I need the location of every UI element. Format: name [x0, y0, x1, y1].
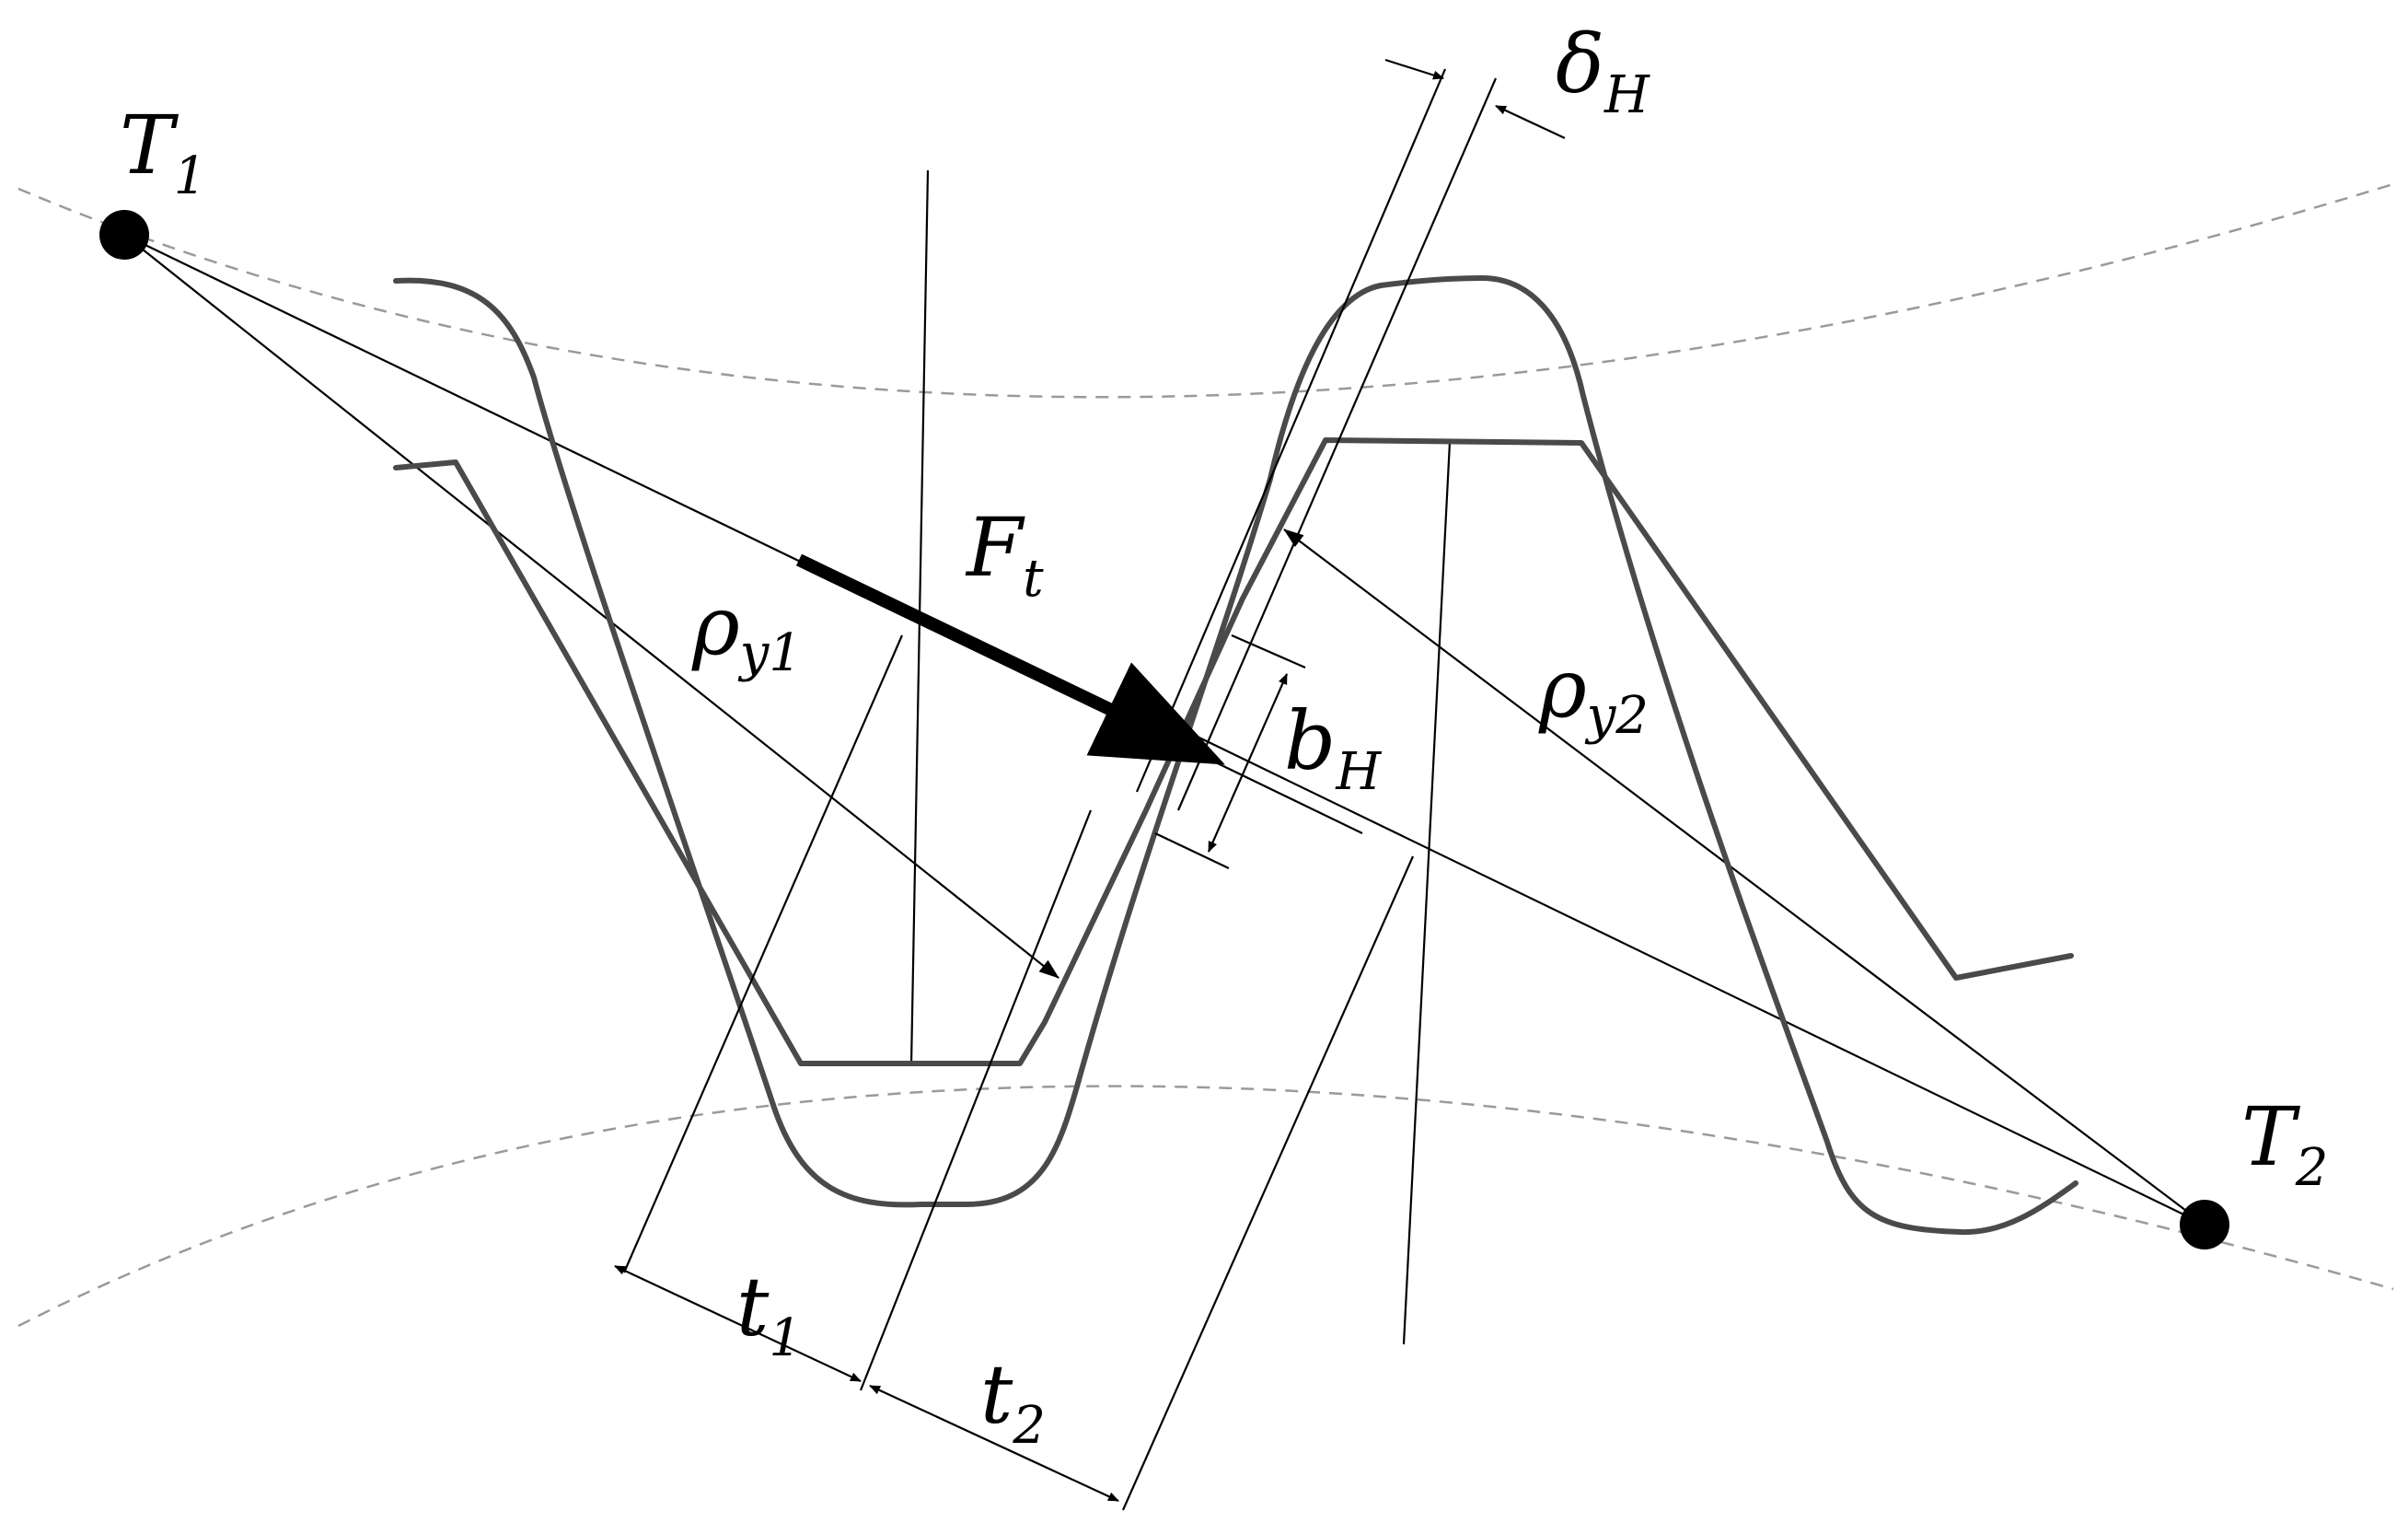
- label-t1: T1: [120, 98, 206, 206]
- bh-ext-bottom: [1154, 832, 1230, 869]
- line-t1-contact: [123, 234, 1059, 979]
- point-t2: [2180, 1200, 2229, 1249]
- t2-dimension: [869, 1385, 1119, 1502]
- t2-ext-right: [1121, 855, 1415, 1511]
- gear-1-profile: [393, 437, 2074, 1066]
- bh-ext-top: [1231, 633, 1306, 669]
- line-t2-to-bh: [1177, 726, 2205, 1226]
- line-t2-contact: [1283, 529, 2205, 1226]
- delta-h-arrow-left: [1384, 58, 1444, 80]
- label-t1-dim: t1: [736, 1260, 802, 1368]
- t1-ext-left: [622, 634, 904, 1273]
- label-ft: Ft: [965, 500, 1044, 609]
- label-delta-h: δH: [1556, 17, 1650, 125]
- bh-dimension: [1207, 673, 1289, 853]
- pitch-circle-upper: [17, 182, 2394, 399]
- delta-h-arrow-right: [1495, 105, 1566, 139]
- label-t2-dim: t2: [980, 1347, 1046, 1456]
- contact-line-1: [1135, 68, 1447, 793]
- pitch-circle-lower: [17, 1085, 2394, 1328]
- point-t1: [99, 210, 149, 260]
- label-bh: bH: [1284, 693, 1382, 802]
- tooth-axis-2: [1402, 441, 1452, 1345]
- t1-t2-ext-mid: [859, 809, 1093, 1391]
- label-t2: T2: [2241, 1089, 2328, 1198]
- label-rho-y1: ρy1: [691, 578, 802, 683]
- t1-dimension: [614, 1265, 862, 1382]
- label-rho-y2: ρy2: [1538, 641, 1649, 746]
- force-ft-arrow: [795, 553, 1225, 765]
- contact-line-2: [1176, 77, 1498, 811]
